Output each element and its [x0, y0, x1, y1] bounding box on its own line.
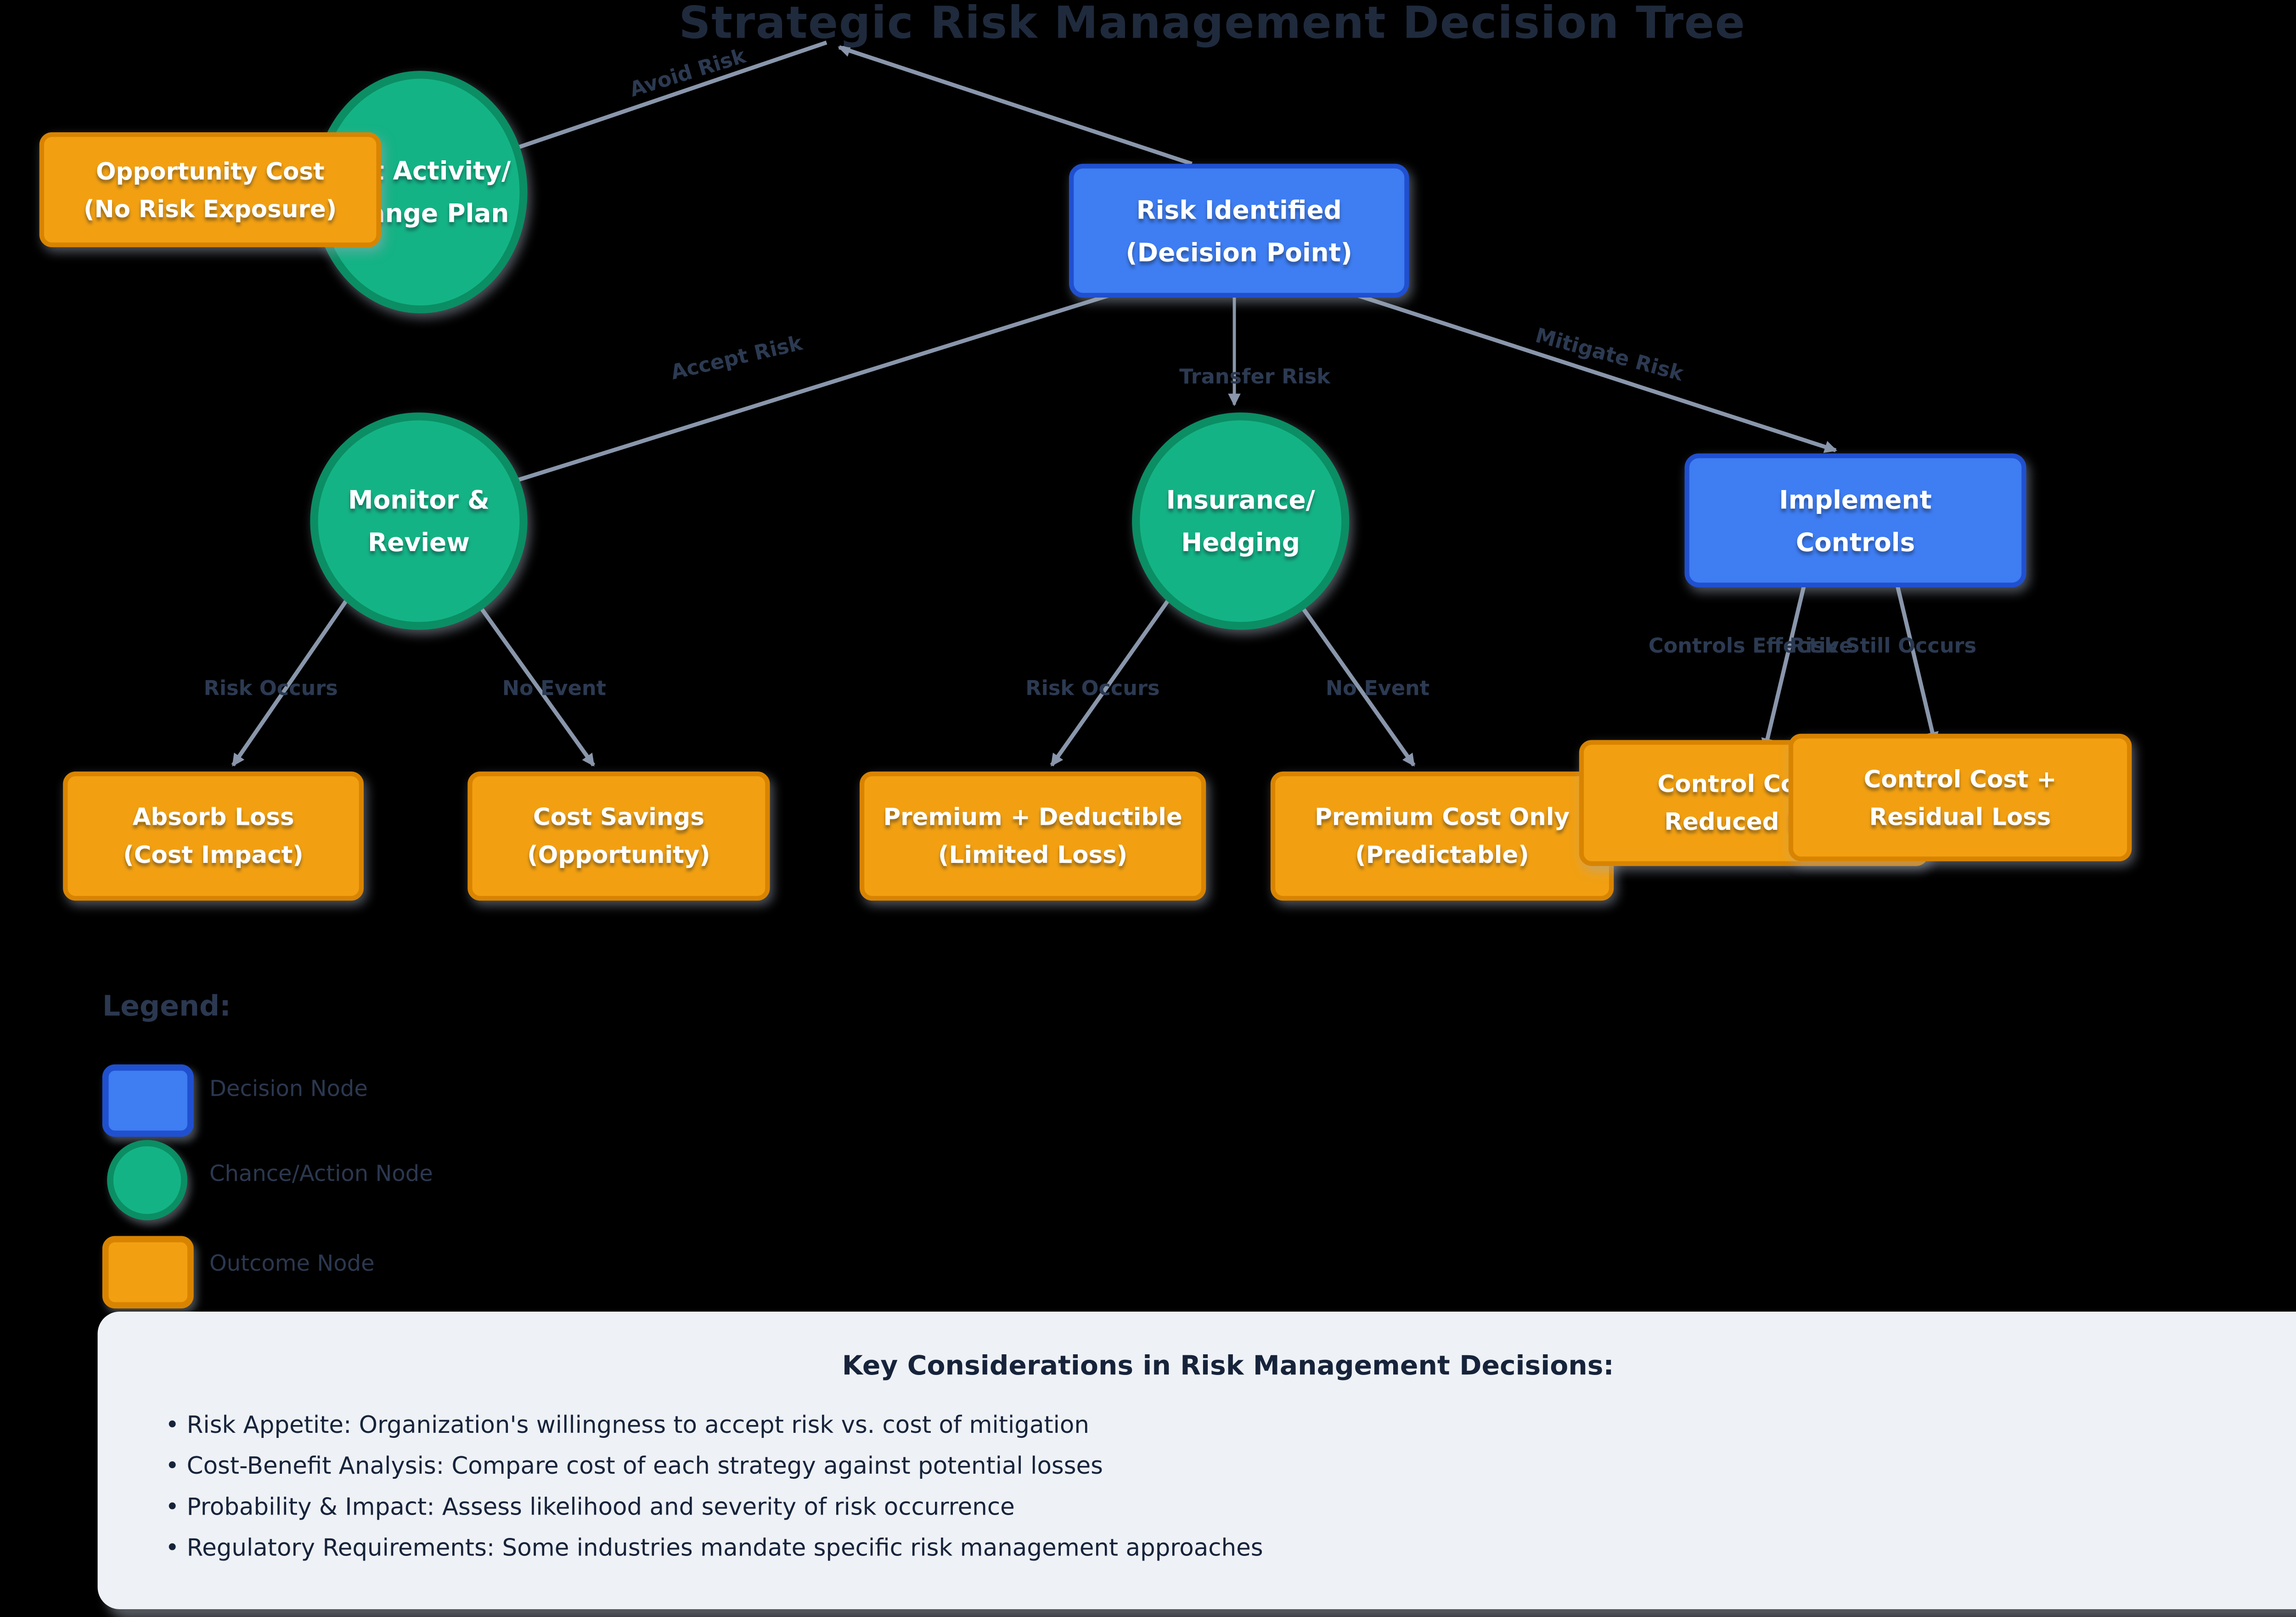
edge-controls-effective	[1761, 577, 1808, 751]
node-insurance-hedging-line1: Insurance/	[1166, 485, 1315, 515]
edge-avoid-risk-right	[838, 45, 1193, 166]
node-control-residual-line2: Residual Loss	[1869, 802, 2051, 831]
node-premium-only-line1: Premium Cost Only	[1315, 803, 1570, 832]
node-insurance-hedging: Insurance/ Hedging	[1132, 412, 1350, 630]
node-premium-only: Premium Cost Only (Predictable)	[1270, 771, 1614, 901]
consideration-risk-appetite: • Risk Appetite: Organization's willingn…	[165, 1410, 1089, 1439]
node-opportunity-cost: Opportunity Cost (No Risk Exposure)	[39, 132, 381, 248]
consideration-cost-benefit: • Cost-Benefit Analysis: Compare cost of…	[165, 1452, 1103, 1480]
node-cost-savings-line2: (Opportunity)	[527, 840, 710, 869]
node-implement-controls: Implement Controls	[1684, 453, 2026, 587]
legend-outcome-swatch	[102, 1236, 194, 1309]
node-opportunity-cost-line1: Opportunity Cost	[96, 157, 325, 185]
edge-label-no-event-insurance: No Event	[1325, 677, 1430, 702]
edge-label-controls-effective: Controls Effective	[1648, 635, 1853, 659]
edge-insurance-risk-occurs	[1050, 592, 1175, 767]
node-implement-controls-line2: Controls	[1795, 526, 1915, 557]
edge-risk-still-occurs	[1893, 577, 1939, 745]
key-considerations-panel: Key Considerations in Risk Management De…	[97, 1311, 2296, 1609]
node-premium-deductible-line1: Premium + Deductible	[883, 803, 1182, 832]
node-premium-deductible: Premium + Deductible (Limited Loss)	[859, 771, 1206, 901]
node-risk-identified: Risk Identified (Decision Point)	[1069, 163, 1409, 298]
page-title: Strategic Risk Management Decision Tree	[679, 0, 1746, 49]
node-monitor-review-line2: Review	[368, 527, 470, 558]
node-monitor-review: Monitor & Review	[310, 412, 528, 630]
node-risk-identified-line1: Risk Identified	[1136, 194, 1342, 225]
edge-label-risk-occurs-insurance: Risk Occurs	[1025, 677, 1160, 702]
edge-label-no-event-monitor: No Event	[502, 677, 606, 702]
edge-mitigate-risk	[1339, 287, 1837, 453]
node-insurance-hedging-line2: Hedging	[1181, 527, 1300, 558]
node-cost-savings: Cost Savings (Opportunity)	[467, 771, 770, 901]
node-premium-deductible-line2: (Limited Loss)	[938, 840, 1128, 869]
key-considerations-list: • Risk Appetite: Organization's willingn…	[165, 1410, 2296, 1562]
node-absorb-loss: Absorb Loss (Cost Impact)	[63, 771, 364, 901]
node-premium-only-line2: (Predictable)	[1355, 840, 1529, 869]
node-absorb-loss-line2: (Cost Impact)	[123, 840, 304, 869]
node-absorb-loss-line1: Absorb Loss	[132, 803, 294, 832]
legend-heading: Legend:	[102, 990, 231, 1024]
edge-monitor-risk-occurs	[231, 592, 353, 767]
consideration-probability-impact: • Probability & Impact: Assess likelihoo…	[165, 1493, 1015, 1521]
node-risk-identified-line2: (Decision Point)	[1125, 237, 1353, 267]
edge-label-transfer-risk: Transfer Risk	[1179, 366, 1330, 390]
node-cost-savings-line1: Cost Savings	[533, 803, 704, 832]
edge-accept-risk	[505, 287, 1128, 486]
node-implement-controls-line1: Implement	[1779, 484, 1932, 514]
legend-decision-swatch	[102, 1064, 194, 1137]
edge-avoid-risk-left	[506, 40, 827, 153]
consideration-regulatory: • Regulatory Requirements: Some industri…	[165, 1533, 1263, 1562]
edge-label-risk-occurs-monitor: Risk Occurs	[203, 677, 338, 702]
key-considerations-heading: Key Considerations in Risk Management De…	[842, 1351, 1614, 1383]
edge-label-risk-still-occurs: Risk Still Occurs	[1790, 635, 1977, 659]
legend-outcome-label: Outcome Node	[209, 1251, 375, 1277]
legend-chance-label: Chance/Action Node	[209, 1162, 433, 1188]
edge-insurance-no-event	[1291, 592, 1416, 767]
node-opportunity-cost-line2: (No Risk Exposure)	[84, 194, 337, 223]
legend-decision-label: Decision Node	[209, 1077, 368, 1102]
node-monitor-review-line1: Monitor &	[348, 485, 490, 515]
node-control-residual: Control Cost + Residual Loss	[1788, 733, 2132, 862]
edge-monitor-no-event	[469, 592, 596, 767]
legend-chance-swatch	[107, 1140, 187, 1221]
node-control-residual-line1: Control Cost +	[1863, 764, 2057, 793]
